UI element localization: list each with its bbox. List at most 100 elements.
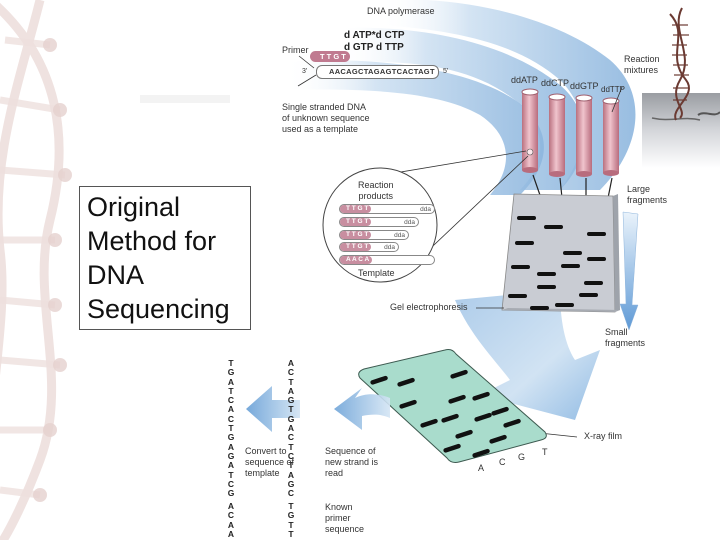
- new-strand-sequence: ACTAGTGACTCTAGC: [287, 358, 295, 499]
- product-primer: T T G T: [340, 218, 372, 226]
- reaction-tubes: [521, 88, 620, 177]
- large-fragments-label: Large fragments: [627, 184, 668, 205]
- primer-sequence: T T G T: [320, 52, 346, 61]
- gel-band: [517, 216, 536, 220]
- convert-caption: Convert to sequence of template: [245, 446, 295, 478]
- terminator-label: dda: [384, 244, 395, 251]
- dntps-line-1: d ATP*d CTP: [344, 30, 405, 41]
- size-gradient-arrow: [619, 211, 639, 331]
- template-label: Template: [358, 268, 395, 278]
- corner-helix-graphic: [642, 7, 720, 168]
- gel-band: [515, 241, 534, 245]
- template-readout-sequence: TGATCACTGAGATCG: [227, 358, 235, 499]
- known-primer-caption: Known primer sequence: [325, 502, 365, 534]
- template-3prime: 3': [302, 68, 308, 75]
- lane-label-c: C: [499, 457, 506, 467]
- film-band: [450, 369, 468, 379]
- gel-band: [508, 294, 527, 298]
- tube-label-ddgtp: ddGTP: [570, 81, 599, 91]
- read-caption: Sequence of new strand is read: [325, 446, 379, 478]
- background-helix-graphic: [0, 0, 230, 540]
- tube-label-ddatp: ddATP: [511, 75, 538, 85]
- film-band: [503, 418, 521, 428]
- flow-arrow-gel-to-film: [455, 290, 600, 420]
- film-band: [399, 399, 417, 409]
- film-band: [489, 434, 507, 444]
- lane-label-a: A: [478, 463, 485, 473]
- gel-band: [537, 272, 556, 276]
- film-band: [441, 413, 459, 423]
- gel-band: [587, 232, 606, 236]
- template-primer-readout: ACAA: [227, 501, 235, 539]
- tube-ddgtp: [575, 94, 593, 177]
- tube-ddctp: [548, 93, 566, 177]
- polymerase-label: DNA polymerase: [367, 6, 435, 16]
- product-primer: T T G T: [340, 243, 372, 251]
- gel-band: [579, 293, 598, 297]
- xray-film-label: X-ray film: [584, 431, 622, 441]
- gel-band: [544, 225, 563, 229]
- lane-label-g: G: [518, 452, 526, 462]
- gel-band: [511, 265, 530, 269]
- new-strand-primer-readout: TGTT: [287, 501, 295, 539]
- gel-band: [587, 257, 606, 261]
- template-leader: [297, 74, 317, 87]
- gel-label: Gel electrophoresis: [390, 302, 468, 312]
- primer-label: Primer: [282, 45, 309, 55]
- reaction-product-4: T T G T dda: [339, 242, 399, 252]
- reaction-product-3: T T G T dda: [339, 230, 409, 240]
- tube-label-ddttp: ddTTP: [601, 85, 626, 94]
- flow-band-template: [285, 60, 544, 195]
- reaction-products-heading: Reaction products: [358, 180, 394, 201]
- zoom-line-lower: [415, 155, 529, 263]
- template-sequence: AACAGCTAGAGTCACTAGT: [329, 67, 435, 76]
- lane-label-t: T: [542, 447, 548, 457]
- terminator-label: dda: [404, 219, 415, 226]
- terminator-label: dda: [394, 232, 405, 239]
- template-strand: AACAGCTAGAGTCACTAGT: [316, 65, 439, 79]
- reaction-template-strand: A A C A: [339, 255, 435, 265]
- tube-ddatp: [521, 88, 539, 173]
- convert-arrow: [246, 386, 300, 432]
- film-bands: [370, 369, 521, 458]
- film-band: [455, 429, 473, 439]
- gel-band: [555, 303, 574, 307]
- tube-ddttp: [602, 97, 620, 176]
- film-band: [370, 375, 388, 385]
- gel-band: [584, 281, 603, 285]
- film-band: [443, 443, 461, 453]
- xray-film: [358, 349, 547, 463]
- gel-band: [537, 285, 556, 289]
- reaction-mixtures-label: Reaction mixtures: [624, 54, 660, 75]
- primer-strand: T T G T: [310, 51, 350, 62]
- product-primer: T T G T: [340, 231, 372, 239]
- flow-band-polymerase: [380, 0, 636, 190]
- tube-label-ddctp: ddCTP: [541, 78, 570, 88]
- reaction-mixtures-leader: [611, 86, 623, 113]
- product-primer: T T G T: [340, 205, 372, 213]
- film-band: [397, 377, 415, 387]
- gel-bands: [508, 216, 606, 310]
- template-5prime: 5': [443, 68, 449, 75]
- film-band: [472, 391, 490, 401]
- film-band: [448, 394, 466, 404]
- template-fragment: A A C A: [340, 256, 373, 264]
- gel-band: [530, 306, 549, 310]
- read-arrow: [334, 388, 390, 430]
- template-caption: Single stranded DNA of unknown sequence …: [282, 102, 370, 134]
- reaction-product-2: T T G T dda: [339, 217, 419, 227]
- slide-title: Original Method for DNA Sequencing: [87, 192, 230, 324]
- flow-band-dntps: [340, 27, 585, 190]
- slide-title-box: Original Method for DNA Sequencing: [79, 186, 251, 330]
- dntps-line-2: d GTP d TTP: [344, 42, 404, 53]
- primer-leader: [298, 55, 315, 69]
- film-band: [491, 406, 509, 416]
- reaction-product-1: T T G T dda: [339, 204, 435, 214]
- gel-band: [561, 264, 580, 268]
- gel-band: [563, 251, 582, 255]
- terminator-label: dda: [420, 206, 431, 213]
- film-band: [474, 412, 492, 422]
- film-band: [472, 448, 490, 458]
